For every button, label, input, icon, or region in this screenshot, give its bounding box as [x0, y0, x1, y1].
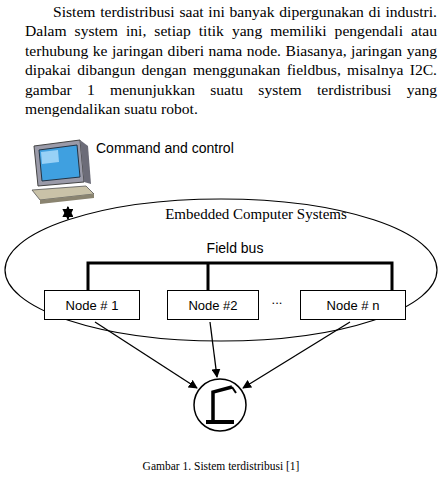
- connector-arrow: [67, 207, 69, 219]
- bus-label: Field bus: [195, 240, 275, 256]
- ellipsis-label: ...: [262, 292, 292, 307]
- node-box: Node #2: [167, 290, 259, 320]
- node-label: Node #2: [188, 298, 237, 313]
- node-box: Node # n: [300, 290, 406, 320]
- robot-symbol: [194, 379, 246, 431]
- computer-icon: Command and control: [28, 138, 98, 206]
- field-bus-line: [88, 263, 392, 290]
- node-label: Node # n: [327, 298, 380, 313]
- control-arrows: [95, 322, 350, 388]
- body-paragraph: Sistem terdistribusi saat ini banyak dip…: [25, 2, 437, 118]
- figure-caption: Gambar 1. Sistem terdistribusi [1]: [0, 460, 442, 472]
- computer-icon: [28, 138, 98, 206]
- node-box: Node # 1: [44, 290, 140, 320]
- region-heading: Embedded Computer Systems: [4, 206, 442, 223]
- node-heading: Command and control: [96, 140, 234, 156]
- node-label: Node # 1: [66, 298, 119, 313]
- system-ellipse: Embedded Computer SystemsNode # 1Node #2…: [4, 198, 438, 342]
